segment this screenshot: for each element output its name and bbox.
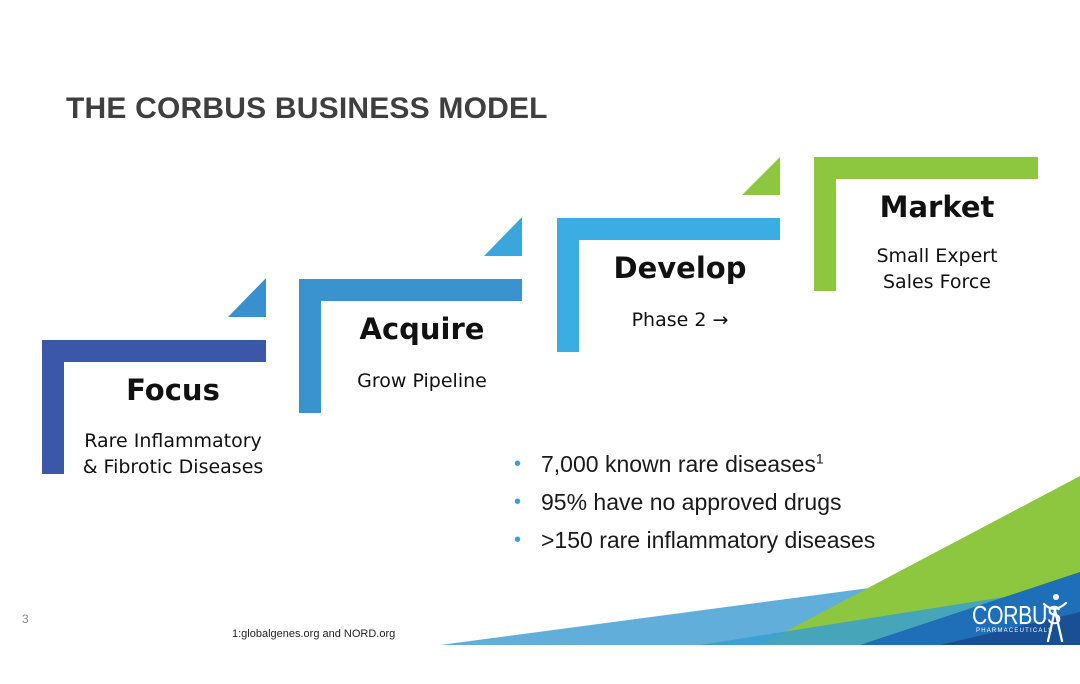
corbus-figure-icon <box>1042 594 1068 643</box>
acquire-step-corner <box>484 217 522 256</box>
develop-desc-line-1: Phase 2 → <box>631 309 729 331</box>
bullet-text: 95% have no approved drugs <box>541 489 842 515</box>
market-desc-line-1: Small Expert <box>876 245 998 267</box>
bullet-item: • >150 rare inflammatory diseases <box>514 524 875 562</box>
acquire-step-bracket <box>299 279 522 413</box>
focus-step-description: Rare Inflammatory & Fibrotic Diseases <box>73 428 273 480</box>
focus-step-bracket <box>42 340 266 474</box>
develop-step-bracket <box>557 218 780 352</box>
focus-desc-line-1: Rare Inflammatory <box>84 430 262 452</box>
acquire-desc-line-1: Grow Pipeline <box>357 370 487 392</box>
market-step-description: Small Expert Sales Force <box>837 243 1037 295</box>
page-number: 3 <box>22 612 29 626</box>
market-step-title: Market <box>879 190 995 224</box>
bullet-dot-icon: • <box>514 491 522 513</box>
facts-bullet-list: • 7,000 known rare diseases1 • 95% have … <box>514 448 875 562</box>
bullet-text: >150 rare inflammatory diseases <box>541 527 876 553</box>
corbus-logo-text: CORBUS <box>972 600 1061 630</box>
bullet-item: • 95% have no approved drugs <box>514 486 875 524</box>
slide-title: THE CORBUS BUSINESS MODEL <box>66 92 548 125</box>
acquire-step-title: Acquire <box>359 312 485 346</box>
market-step-bracket <box>814 157 1038 291</box>
focus-step-title: Focus <box>126 373 220 407</box>
corbus-logo-tagline: PHARMACEUTICALS <box>976 628 1054 634</box>
bullet-dot-icon: • <box>514 529 522 551</box>
develop-step-description: Phase 2 → <box>580 307 780 333</box>
bullet-item: • 7,000 known rare diseases1 <box>514 448 875 486</box>
bullet-dot-icon: • <box>514 453 522 475</box>
acquire-step-description: Grow Pipeline <box>322 368 522 394</box>
bullet-footnote-marker: 1 <box>815 450 824 467</box>
focus-desc-line-2: & Fibrotic Diseases <box>82 456 264 478</box>
develop-step-title: Develop <box>613 251 747 285</box>
focus-step-corner <box>228 278 266 317</box>
develop-step-corner <box>742 157 780 195</box>
swoosh-dark-blue <box>940 612 1080 645</box>
market-desc-line-2: Sales Force <box>882 271 992 293</box>
bullet-text: 7,000 known rare diseases <box>541 451 816 477</box>
footnote: 1:globalgenes.org and NORD.org <box>232 628 396 640</box>
